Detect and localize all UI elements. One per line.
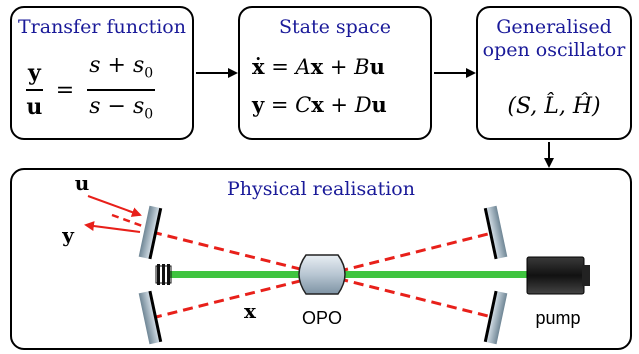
state-equation-rhs-a: = A — [264, 55, 311, 79]
state-equation-u: u — [369, 54, 385, 79]
label-opo: OPO — [302, 308, 342, 328]
output-equation-rhs-b: + D — [323, 93, 372, 117]
transfer-function-box: Transfer function y u = s + s0 s − s0 — [10, 6, 194, 140]
equals-sign: = — [55, 77, 75, 103]
rhs-numerator-text: s + s — [89, 53, 145, 78]
rhs-numerator: s + s0 — [87, 52, 156, 92]
mirror-bottom-right — [483, 290, 508, 345]
output-equation-x: x — [311, 92, 324, 117]
state-space-box: State space ẋ = Ax + Bu y = Cx + Du — [238, 6, 432, 140]
opo-crystal — [298, 254, 346, 295]
output-equation-u: u — [371, 92, 387, 117]
rhs-denominator-text: s − s — [89, 94, 145, 120]
rhs-numerator-subscript: 0 — [144, 65, 154, 82]
label-pump: pump — [535, 308, 580, 328]
oscillator-box: Generalised open oscillator (S, L̂, Ĥ) — [476, 6, 632, 140]
input-beam-dash — [111, 213, 149, 230]
rhs-fraction: s + s0 s − s0 — [87, 52, 156, 129]
output-equation-lhs: y — [252, 92, 265, 117]
output-beam-y — [84, 221, 141, 233]
physical-realisation-title: Physical realisation — [227, 178, 415, 200]
state-equation: ẋ = Ax + Bu — [252, 54, 385, 79]
state-space-title: State space — [278, 16, 392, 38]
mirror-bottom-left — [138, 290, 163, 345]
mirror-top-left — [138, 205, 163, 260]
rhs-denominator-subscript: 0 — [144, 106, 154, 123]
oscillator-tuple: (S, L̂, Ĥ) — [507, 94, 601, 119]
transfer-function-equation: y u = s + s0 s − s0 — [26, 52, 156, 129]
rhs-denominator: s − s0 — [87, 91, 155, 128]
label-y: y — [61, 223, 75, 247]
pump-beam — [170, 271, 530, 278]
oscillator-title-line1: Generalised — [496, 16, 612, 38]
mirror-top-right — [483, 205, 508, 260]
output-equation: y = Cx + Du — [252, 92, 387, 117]
lhs-denominator: u — [26, 94, 43, 121]
label-x: x — [244, 299, 257, 323]
label-u: u — [75, 171, 90, 195]
state-equation-lhs: ẋ — [252, 54, 265, 79]
transfer-function-title: Transfer function — [17, 16, 186, 38]
output-equation-rhs-a: = C — [264, 93, 312, 117]
state-equation-rhs-b: + B — [323, 55, 370, 79]
pump-laser — [526, 256, 590, 295]
state-equation-x: x — [310, 54, 324, 79]
input-beam-u — [87, 195, 142, 217]
beam-dump — [155, 264, 172, 285]
lhs-fraction: y u — [26, 59, 43, 121]
lhs-numerator: y — [26, 59, 43, 92]
oscillator-title-line2: open oscillator — [482, 39, 626, 61]
